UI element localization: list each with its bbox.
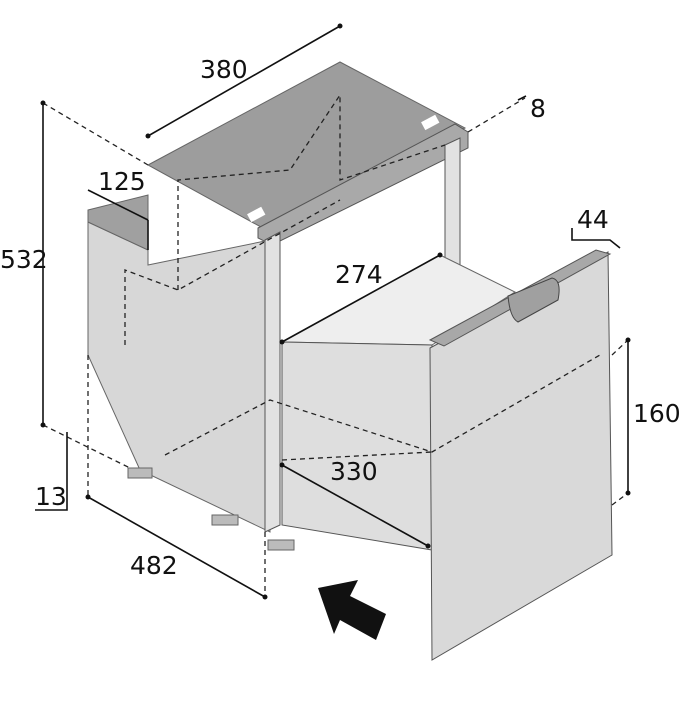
label-front-44: 44 (577, 205, 609, 234)
label-inner-274: 274 (335, 260, 383, 289)
label-drawer-330: 330 (330, 457, 378, 486)
dim-line-330 (281, 464, 429, 547)
hidden-edges (124, 199, 341, 345)
hidden-edges (42, 102, 149, 166)
label-height-532: 532 (0, 245, 48, 274)
dim-line-482 (87, 496, 266, 598)
label-depth-482: 482 (130, 551, 178, 580)
label-lip-8: 8 (530, 94, 546, 123)
hidden-edges (42, 424, 131, 469)
dim-line-8 (517, 95, 527, 101)
dim-line-125 (87, 189, 149, 221)
foot (267, 539, 295, 551)
dim-line-274 (281, 254, 441, 343)
drawer-handle (507, 277, 560, 323)
top-surface (146, 61, 467, 233)
hidden-edges (281, 451, 433, 461)
label-width-380: 380 (200, 55, 248, 84)
dim-line-44 (571, 228, 621, 249)
label-foot-13: 13 (35, 482, 67, 511)
foot (211, 514, 239, 526)
drawer-body (281, 341, 433, 551)
hidden-edges (611, 339, 629, 356)
insert-direction-arrow-icon (318, 580, 386, 640)
dim-line-13 (35, 432, 68, 511)
front-column (264, 231, 281, 533)
label-step-125: 125 (98, 167, 146, 196)
label-drawer-160: 160 (633, 399, 681, 428)
left-side-panel (87, 221, 271, 533)
hidden-edges (177, 92, 446, 290)
dim-line-380 (147, 25, 341, 137)
top-slot (421, 114, 440, 131)
hidden-edges (467, 97, 526, 133)
hidden-edges (611, 492, 629, 506)
foot (127, 467, 153, 479)
top-slot (247, 206, 266, 223)
